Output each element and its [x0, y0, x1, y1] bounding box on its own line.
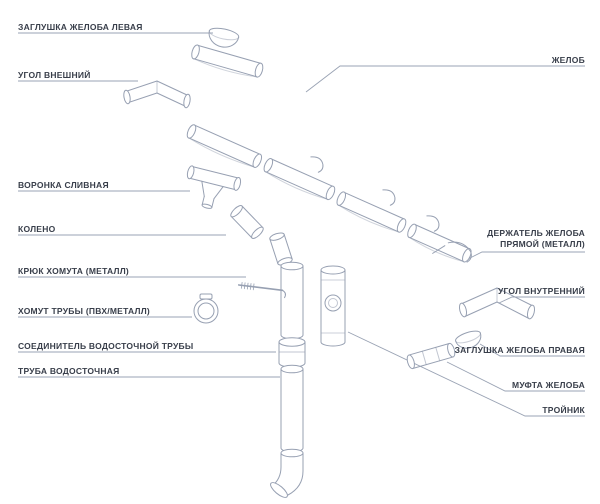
- part-troynik-icon: [320, 265, 346, 347]
- part-ugol-vneshniy-icon: [123, 80, 191, 109]
- label-khomut-truby: ХОМУТ ТРУБЫ (пвх/металл): [18, 306, 151, 316]
- label-voronka-slivnaya: ВОРОНКА СЛИВНАЯ: [18, 180, 109, 190]
- part-soedinitel-icon: [278, 337, 306, 368]
- label-zhelob: ЖЕЛОБ: [551, 55, 585, 65]
- part-zhelob-segment: [186, 124, 263, 168]
- part-ugol-vnutrenniy-icon: [458, 287, 536, 320]
- label-zaglushka-zheloba-pravaya: ЗАГЛУШКА ЖЕЛОБА ПРАВАЯ: [454, 345, 585, 355]
- leader-zhelob: [305, 65, 585, 93]
- part-zhelob-stub: [191, 44, 264, 78]
- label-kryuk-khomuta: КРЮК ХОМУТА (металл): [18, 266, 129, 276]
- part-otmet: [270, 448, 304, 498]
- leader-ugol-vnutrenniy: [498, 296, 585, 304]
- label-zaglushka-zheloba-levaya: ЗАГЛУШКА ЖЕЛОБА ЛЕВАЯ: [18, 22, 143, 32]
- part-derzhatel-zheloba: [382, 189, 396, 206]
- label-derzhatel-zheloba-pryamoy: ДЕРЖАТЕЛЬ ЖЕЛОБА ПРЯМОЙ (металл): [487, 228, 585, 250]
- part-koleno-icon: [230, 205, 264, 239]
- part-truba-upper: [280, 261, 304, 340]
- label-troynik: ТРОЙНИК: [542, 405, 585, 415]
- part-zaglushka-levaya-icon: [208, 27, 240, 48]
- leader-mufta-zheloba: [446, 361, 585, 392]
- part-zhelob-segment: [336, 191, 407, 233]
- label-koleno: КОЛЕНО: [18, 224, 56, 234]
- part-derzhatel-pryamoy-icon: [432, 241, 472, 263]
- part-derzhatel-zheloba: [310, 156, 324, 173]
- part-kryuk-khomuta-icon: [237, 281, 286, 299]
- label-ugol-vneshniy: УГОЛ ВНЕШНИЙ: [18, 70, 91, 80]
- label-mufta-zheloba: МУФТА ЖЕЛОБА: [512, 380, 585, 390]
- label-truba-vodostochnaya: ТРУБА ВОДОСТОЧНАЯ: [18, 366, 120, 376]
- leader-zaglushka-pravaya: [479, 343, 585, 357]
- part-khomut-icon: [193, 293, 219, 324]
- leader-derzhatel-pryamoy: [465, 251, 585, 261]
- label-ugol-vnutrenniy: УГОЛ ВНУТРЕННИЙ: [497, 286, 585, 296]
- part-derzhatel-zheloba: [426, 215, 440, 232]
- part-koleno-icon: [269, 232, 293, 266]
- part-truba-lower: [280, 364, 304, 453]
- part-zaglushka-pravaya-icon: [455, 330, 482, 349]
- label-soedinitel-truby: СОЕДИНИТЕЛЬ ВОДОСТОЧНОЙ ТРУБЫ: [18, 341, 194, 351]
- part-zhelob-segment: [407, 223, 472, 263]
- part-mufta-zheloba-icon: [406, 342, 456, 370]
- part-voronka-icon: [186, 165, 242, 209]
- part-zhelob-segment: [263, 158, 336, 201]
- leader-lines: [18, 32, 585, 417]
